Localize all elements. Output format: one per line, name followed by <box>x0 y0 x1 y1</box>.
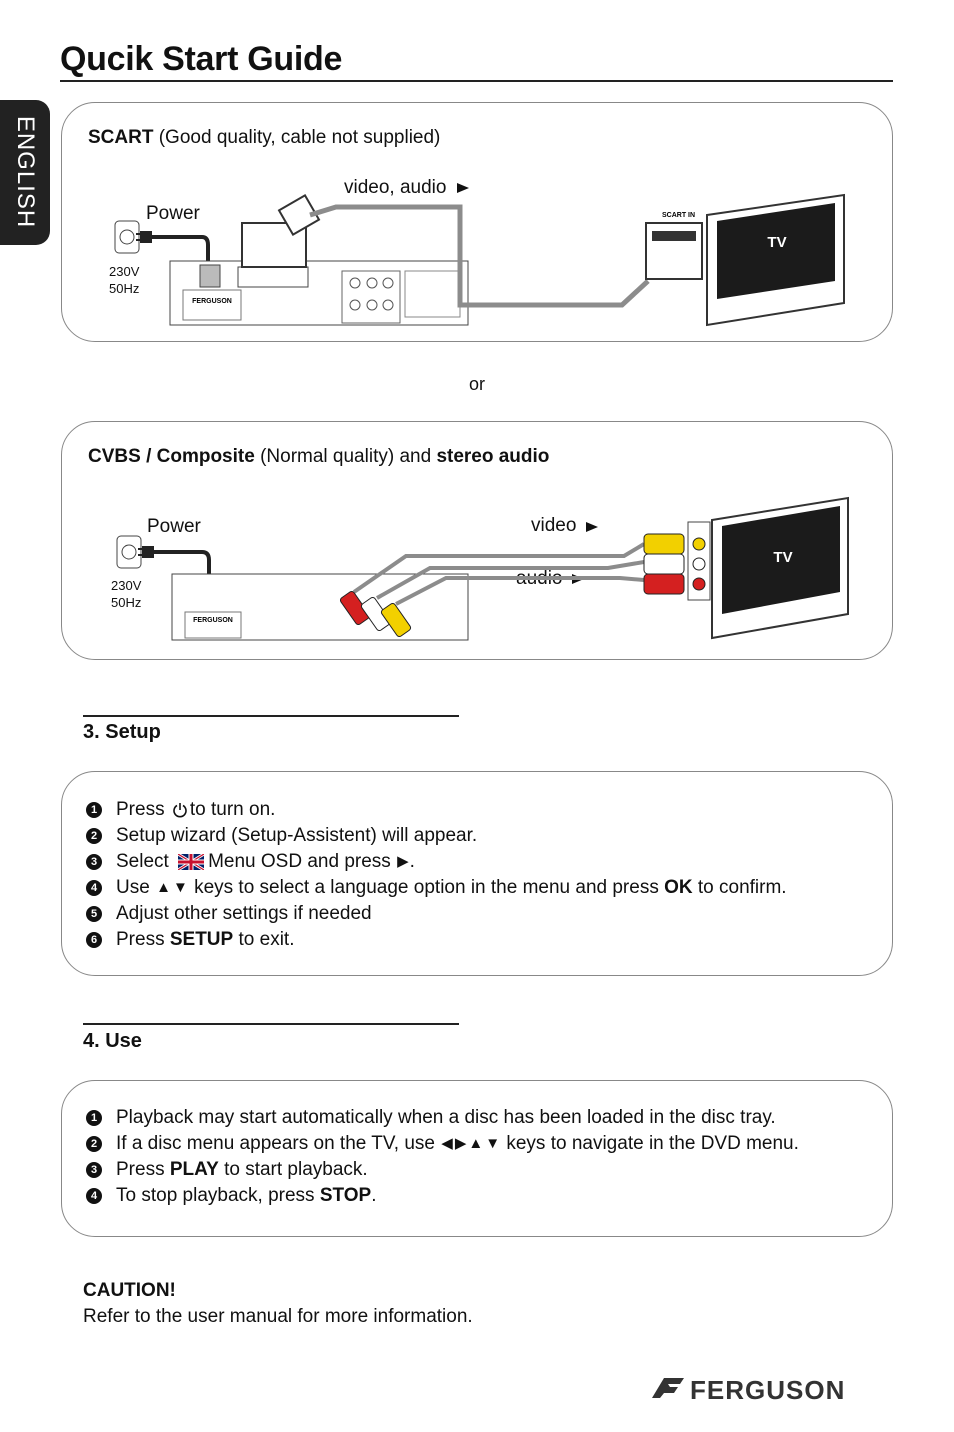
voltage-label: 230V <box>111 578 142 593</box>
arrow-right-icon <box>586 522 598 532</box>
scart-diagram: FERGUSON SCART IN TV <box>114 183 845 327</box>
power-icon <box>173 803 187 818</box>
tv-port-label: SCART IN <box>662 212 695 219</box>
device-label-plate <box>182 289 242 321</box>
device-brand: FERGUSON <box>192 298 232 305</box>
wall-socket-icon <box>116 535 142 569</box>
device-label-plate <box>184 611 242 639</box>
or-separator: or <box>469 374 486 394</box>
arrow-right-icon: ▶ <box>454 1135 467 1152</box>
wall-socket-icon <box>114 220 140 254</box>
tv-screen <box>722 506 840 614</box>
rca-plug-red-icon <box>339 590 371 626</box>
device-brand: FERGUSON <box>193 617 233 624</box>
setup-heading: 3. Setup <box>83 721 161 743</box>
arrow-right-icon <box>457 183 469 193</box>
frequency-label: 50Hz <box>111 595 142 610</box>
power-label: Power <box>146 203 200 224</box>
arrow-up-icon: ▲ <box>156 879 171 896</box>
scart-connection-panel: SCART (Good quality, cable not supplied)… <box>61 102 893 342</box>
arrow-down-icon: ▼ <box>172 879 188 896</box>
tv-label: TV <box>767 234 786 251</box>
uk-flag-icon <box>178 854 205 870</box>
voltage-label: 230V <box>109 264 140 279</box>
arrow-left-icon: ◀ <box>441 1135 453 1152</box>
arrow-down-icon: ▼ <box>485 1135 501 1152</box>
power-plug-icon <box>136 231 152 243</box>
language-tab: ENGLISH <box>0 100 50 245</box>
use-divider <box>83 1023 459 1025</box>
power-label: Power <box>147 516 201 537</box>
scart-socket <box>237 266 309 288</box>
arrow-up-icon: ▲ <box>468 1135 484 1152</box>
setup-panel <box>61 771 893 976</box>
power-inlet <box>199 264 221 288</box>
video-label: video <box>531 515 577 536</box>
tv-screen <box>717 203 835 299</box>
scart-panel-title: SCART (Good quality, cable not supplied) <box>88 127 441 148</box>
ferguson-logo-icon: FERGUSON <box>652 1375 845 1405</box>
svg-text:FERGUSON: FERGUSON <box>690 1375 845 1405</box>
tv-rca-plugs <box>643 533 685 595</box>
power-plug-icon <box>138 546 154 558</box>
arrow-right-icon: ▶ <box>397 853 409 870</box>
title-divider <box>60 80 893 82</box>
rca-plug-yellow-icon <box>380 602 412 638</box>
cvbs-diagram: FERGUSON TV <box>116 496 849 641</box>
scart-cable <box>309 204 650 308</box>
frequency-label: 50Hz <box>109 281 140 296</box>
tv-label: TV <box>773 549 792 566</box>
audio-cable-right <box>395 576 645 606</box>
video-cable <box>352 542 646 594</box>
video-audio-label: video, audio <box>344 177 447 198</box>
cvbs-connection-panel: CVBS / Composite (Normal quality) and st… <box>61 421 893 660</box>
power-cable <box>148 235 210 273</box>
use-heading: 4. Use <box>83 1030 142 1052</box>
setup-divider <box>83 715 459 717</box>
cvbs-panel-title: CVBS / Composite (Normal quality) and st… <box>88 446 550 467</box>
use-panel <box>61 1080 893 1237</box>
language-tab-label: ENGLISH <box>12 115 39 229</box>
caution-title: CAUTION! <box>83 1280 176 1301</box>
caution-note: CAUTION! Refer to the user manual for mo… <box>83 1278 473 1330</box>
page-title: Qucik Start Guide <box>60 40 343 78</box>
audio-cable-left <box>376 560 645 600</box>
warning-label <box>404 270 461 318</box>
power-cable <box>150 550 211 584</box>
caution-text: Refer to the user manual for more inform… <box>83 1306 473 1327</box>
